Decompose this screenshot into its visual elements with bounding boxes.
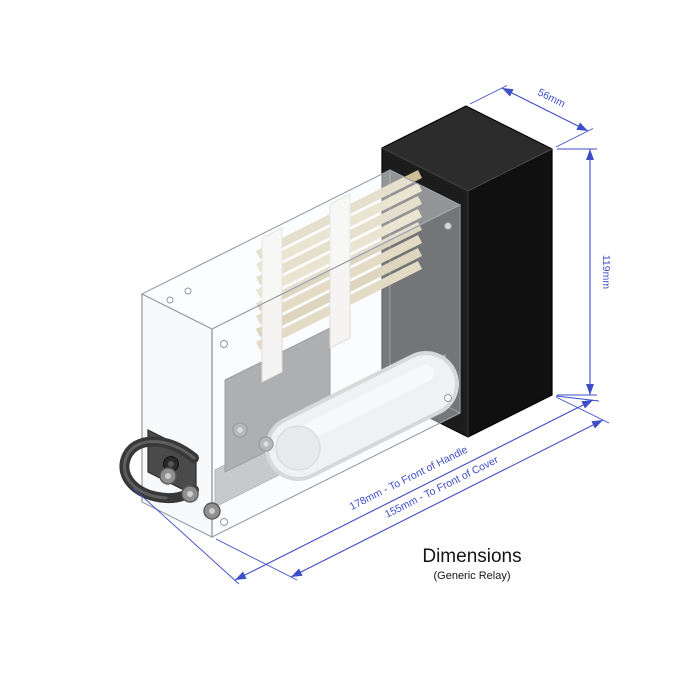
rear-block-top-edge-highlight	[467, 148, 553, 192]
handle-bolt-center	[168, 461, 174, 467]
ext-line	[215, 538, 298, 581]
relay-handle	[119, 429, 199, 504]
ext-line	[132, 487, 240, 585]
drawing-subtitle: (Generic Relay)	[433, 570, 510, 582]
dim-label-height: 119mm	[600, 255, 612, 289]
dim-arrows	[586, 149, 594, 395]
dim-arrows	[291, 420, 603, 577]
ext-line	[555, 128, 594, 148]
front-terminal-screws	[159, 467, 221, 520]
ext-line	[469, 85, 508, 105]
dim-line	[501, 87, 589, 132]
cover-screws	[166, 222, 452, 526]
rear-block-side-face	[468, 149, 552, 437]
coil-end-cap	[275, 425, 321, 471]
dim-arrows	[502, 88, 588, 131]
ext-line	[555, 396, 610, 424]
dim-line	[234, 399, 594, 581]
internal-coil	[265, 351, 459, 481]
handle-bail-highlight	[123, 440, 196, 500]
rear-block-front-edge	[381, 147, 469, 192]
dim-line	[290, 419, 604, 578]
dim-arrows	[235, 400, 593, 580]
internal-screws	[232, 422, 274, 452]
drawing-title: Dimensions	[422, 546, 521, 567]
dimension-height-119mm: 119mm	[557, 148, 612, 396]
